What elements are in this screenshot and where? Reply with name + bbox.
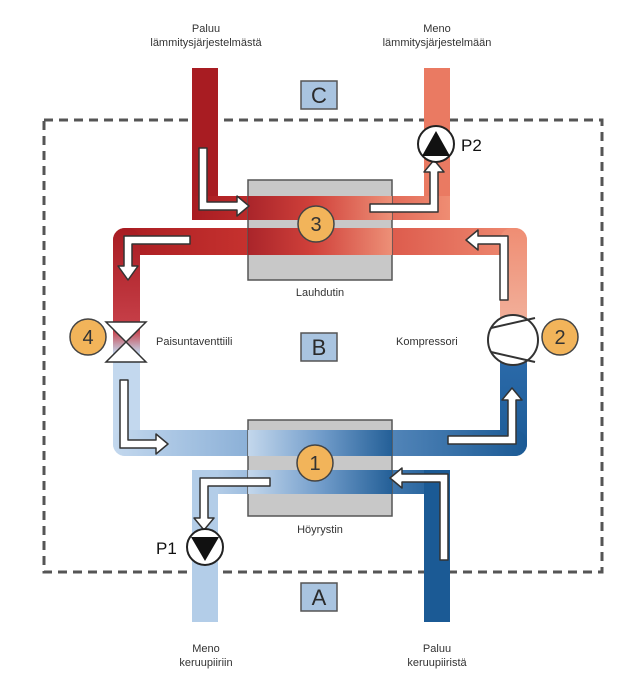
zone-label-a: A — [312, 585, 327, 610]
arrow-heating-return — [198, 147, 250, 217]
arrow-left-down — [119, 379, 169, 455]
zone-label-c: C — [311, 83, 327, 108]
label-pump1: P1 — [156, 539, 177, 558]
step-badge-2: 2 — [541, 318, 579, 356]
zone-label-b: B — [312, 335, 327, 360]
step-number-3: 3 — [310, 214, 321, 236]
step-badge-4: 4 — [69, 318, 107, 356]
expansion-valve-icon — [104, 321, 148, 363]
label-evaporator: Höyrystin — [297, 524, 343, 536]
step-number-4: 4 — [82, 327, 93, 349]
label-condenser: Lauhdutin — [296, 287, 344, 299]
label-supply-collector-2: keruupiiriin — [179, 657, 232, 669]
label-return-collector-1: Paluu — [423, 643, 451, 655]
arrow-collector-supply — [193, 477, 271, 531]
zone-box-c: C — [300, 80, 338, 110]
label-supply-collector-1: Meno — [192, 643, 220, 655]
step-badge-3: 3 — [297, 205, 335, 243]
arrow-right-up — [465, 229, 509, 301]
zone-box-a: A — [300, 582, 338, 612]
arrow-top-left — [117, 235, 191, 281]
label-return-collector-2: keruupiiristä — [407, 657, 467, 669]
label-pump2: P2 — [461, 136, 482, 155]
label-return-heating-2: lämmitysjärjestelmästä — [150, 37, 262, 49]
zone-box-b: B — [300, 332, 338, 362]
label-supply-heating-1: Meno — [423, 23, 451, 35]
label-compressor: Kompressori — [396, 336, 458, 348]
pump-p2-icon — [417, 125, 455, 163]
step-number-1: 1 — [309, 453, 320, 475]
compressor-icon — [487, 314, 539, 366]
system-boundary — [42, 118, 604, 574]
label-expansion-valve: Paisuntaventtiili — [156, 336, 232, 348]
label-supply-heating-2: lämmitysjärjestelmään — [383, 37, 492, 49]
step-badge-1: 1 — [296, 444, 334, 482]
arrow-collector-return — [389, 467, 449, 561]
pump-p1-icon — [186, 528, 224, 566]
label-return-heating-1: Paluu — [192, 23, 220, 35]
arrow-heating-supply — [369, 159, 445, 213]
arrow-right-lower — [447, 387, 523, 445]
flow-arrows — [117, 147, 523, 561]
step-number-2: 2 — [554, 327, 565, 349]
